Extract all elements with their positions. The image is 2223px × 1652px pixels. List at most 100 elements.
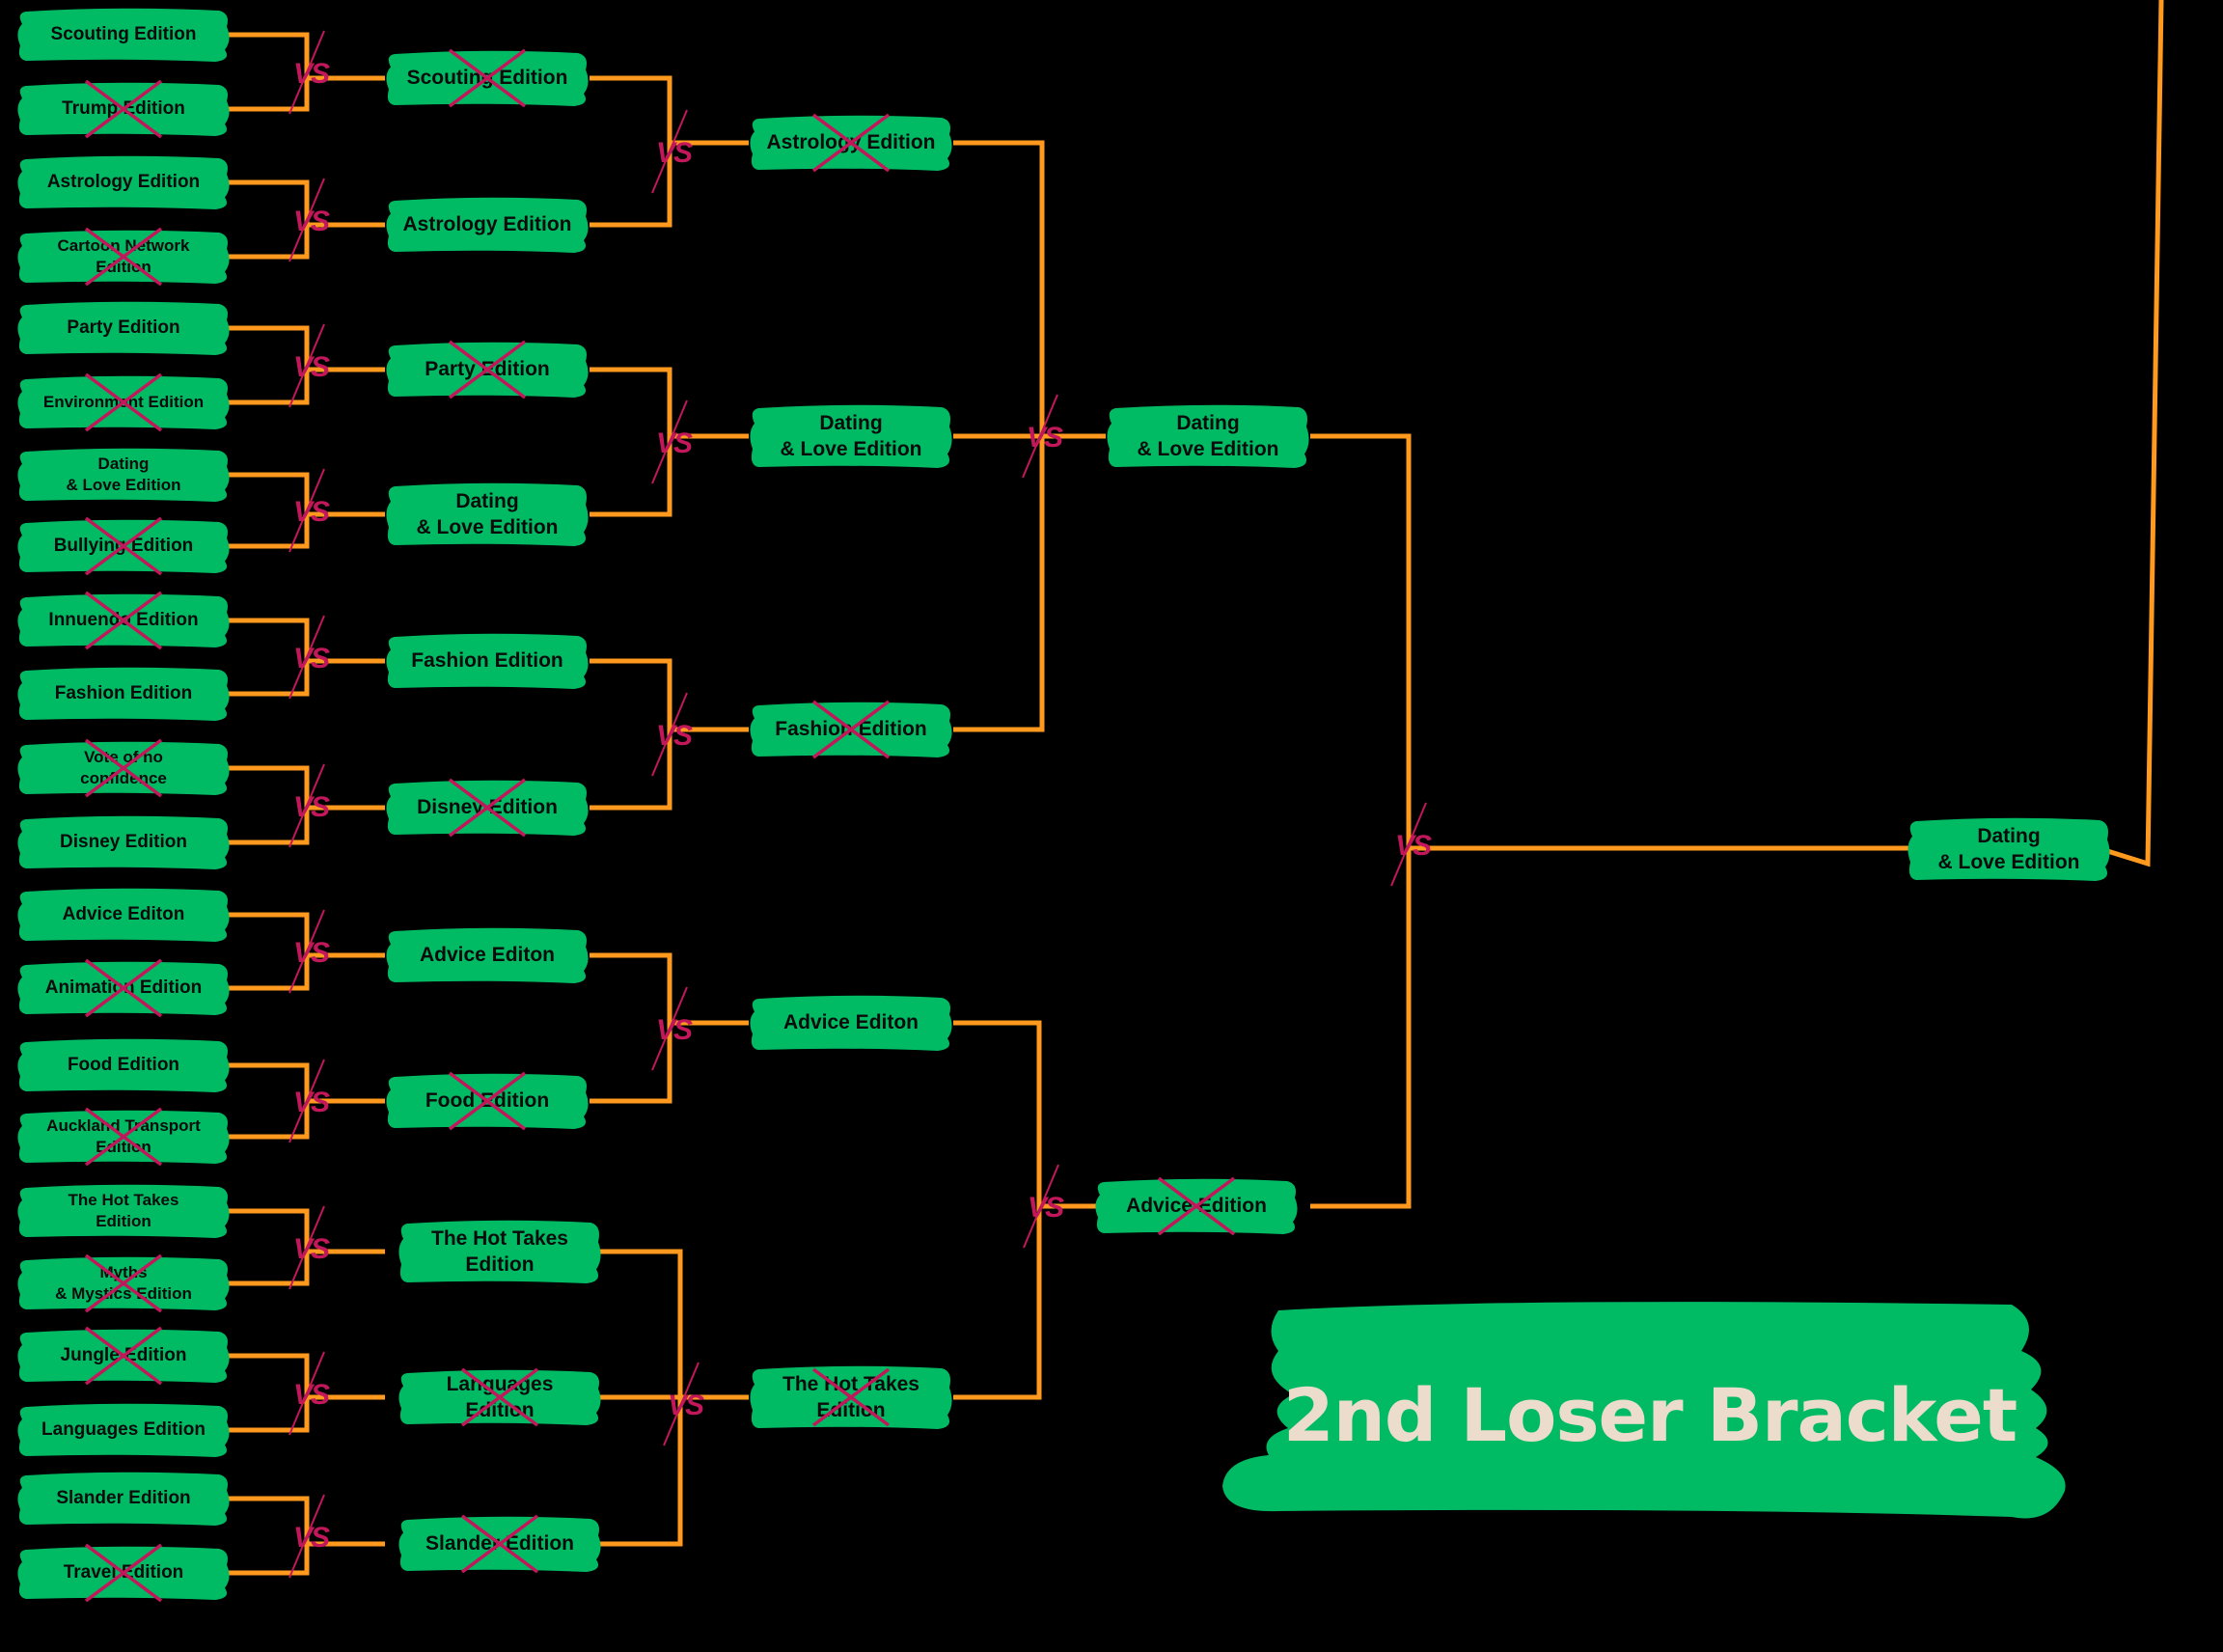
connector-r2-4 <box>593 1249 749 1547</box>
vs-marker: VS <box>286 908 334 995</box>
round2-entry: Dating & Love Edition <box>386 482 589 546</box>
entry-label: Dating & Love Edition <box>66 454 181 494</box>
entry-label: Bullying Edition <box>53 535 194 556</box>
entry-label: Slander Edition <box>425 1532 574 1556</box>
connector-final <box>2100 0 2164 867</box>
round1-entry: Party Edition <box>17 301 230 355</box>
round4-entry: Advice Edition <box>1095 1176 1298 1236</box>
vs-label: VS <box>656 427 693 459</box>
round1-entry: Myths & Mystics Edition <box>17 1253 230 1313</box>
entry-label: Advice Editon <box>62 903 185 924</box>
entry-label: Trump Edition <box>62 97 185 119</box>
round3-entry: Astrology Edition <box>750 113 952 173</box>
entry-label: Dating & Love Edition <box>1937 824 2080 873</box>
round1-entry: Bullying Edition <box>17 516 230 576</box>
round1-entry: Travel Edition <box>17 1543 230 1603</box>
entry-label: The Hot Takes Edition <box>68 1190 179 1230</box>
vs-label: VS <box>293 937 330 969</box>
entry-label: Travel Edition <box>63 1561 184 1583</box>
round1-entry: Vote of no confidence <box>17 738 230 798</box>
entry-label: Cartoon Network Edition <box>57 235 190 276</box>
vs-label: VS <box>293 57 330 90</box>
vs-label: VS <box>1027 422 1063 454</box>
round2-entry: Astrology Edition <box>386 197 589 253</box>
round2-entry: Disney Edition <box>386 778 589 838</box>
vs-label: VS <box>293 643 330 675</box>
entry-label: Dating & Love Edition <box>416 489 559 538</box>
entry-label: Advice Edition <box>1126 1195 1267 1218</box>
round1-entry: Disney Edition <box>17 815 230 869</box>
entry-label: Food Edition <box>67 1054 180 1075</box>
vs-marker: VS <box>660 1361 708 1447</box>
entry-label: Languages Edition <box>446 1372 554 1421</box>
vs-marker: VS <box>1020 1163 1068 1250</box>
entry-label: The Hot Takes Edition <box>782 1372 919 1421</box>
round1-entry: Astrology Edition <box>17 155 230 209</box>
round1-entry: Innuendo Edition <box>17 591 230 650</box>
entry-label: Astrology Edition <box>402 213 572 236</box>
connector-r3-0 <box>953 140 1106 732</box>
round1-entry: Languages Edition <box>17 1403 230 1457</box>
round2-entry: Scouting Edition <box>386 48 589 108</box>
vs-label: VS <box>1028 1192 1064 1224</box>
entry-label: Dating & Love Edition <box>780 411 922 460</box>
connector-r4 <box>1310 433 1920 1209</box>
round1-entry: Food Edition <box>17 1038 230 1092</box>
entry-label: Fashion Edition <box>411 649 563 673</box>
round3-entry: Dating & Love Edition <box>750 404 952 468</box>
bracket-title: 2nd Loser Bracket <box>1282 1372 2017 1458</box>
bracket-banner: 2nd Loser Bracket <box>1221 1293 2079 1525</box>
entry-label: Disney Edition <box>417 796 558 819</box>
vs-marker: VS <box>1019 393 1067 480</box>
round1-entry: Trump Edition <box>17 79 230 139</box>
entry-label: Fashion Edition <box>54 682 193 703</box>
entry-label: Party Edition <box>67 317 180 338</box>
round2-entry: Advice Editon <box>386 927 589 983</box>
entry-label: Myths & Mystics Edition <box>55 1262 192 1303</box>
vs-label: VS <box>293 1232 330 1265</box>
round1-entry: Animation Edition <box>17 958 230 1018</box>
vs-marker: VS <box>286 1204 334 1291</box>
entry-label: Scouting Edition <box>50 23 197 44</box>
vs-label: VS <box>293 350 330 383</box>
vs-label: VS <box>293 496 330 528</box>
vs-marker: VS <box>648 691 697 778</box>
round1-entry: Cartoon Network Edition <box>17 227 230 287</box>
vs-label: VS <box>668 1390 704 1421</box>
round2-entry: Party Edition <box>386 340 589 399</box>
vs-marker: VS <box>1387 801 1436 888</box>
vs-marker: VS <box>648 399 697 485</box>
entry-label: Food Edition <box>425 1089 550 1113</box>
entry-label: Scouting Edition <box>406 67 568 90</box>
entry-label: Auckland Transport Edition <box>46 1115 201 1156</box>
entry-label: Languages Edition <box>41 1418 206 1440</box>
vs-marker: VS <box>286 762 334 849</box>
final-entry: Dating & Love Edition <box>1907 817 2110 881</box>
vs-marker: VS <box>286 1350 334 1437</box>
round3-entry: Fashion Edition <box>750 700 952 759</box>
entry-label: Advice Editon <box>782 1011 919 1034</box>
entry-label: Jungle Edition <box>60 1344 187 1365</box>
entry-label: Astrology Edition <box>46 171 201 192</box>
round2-entry: The Hot Takes Edition <box>398 1220 601 1283</box>
vs-label: VS <box>656 1013 693 1046</box>
vs-marker: VS <box>648 108 697 195</box>
entry-label: Party Edition <box>425 358 550 381</box>
round1-entry: Dating & Love Edition <box>17 448 230 502</box>
vs-marker: VS <box>286 29 334 116</box>
round2-entry: Languages Edition <box>398 1367 601 1427</box>
entry-label: Dating & Love Edition <box>1137 411 1279 460</box>
vs-label: VS <box>293 205 330 237</box>
round1-entry: Auckland Transport Edition <box>17 1107 230 1167</box>
round1-entry: The Hot Takes Edition <box>17 1184 230 1238</box>
entry-label: Slander Edition <box>56 1487 191 1508</box>
entry-label: Vote of no confidence <box>80 747 167 787</box>
round3-entry: Advice Editon <box>750 995 952 1051</box>
vs-marker: VS <box>286 1058 334 1144</box>
entry-label: The Hot Takes Edition <box>431 1226 568 1276</box>
entry-label: Fashion Edition <box>775 718 927 741</box>
round1-entry: Advice Editon <box>17 888 230 942</box>
round2-entry: Fashion Edition <box>386 633 589 689</box>
round1-entry: Environment Edition <box>17 372 230 432</box>
vs-label: VS <box>656 720 693 752</box>
